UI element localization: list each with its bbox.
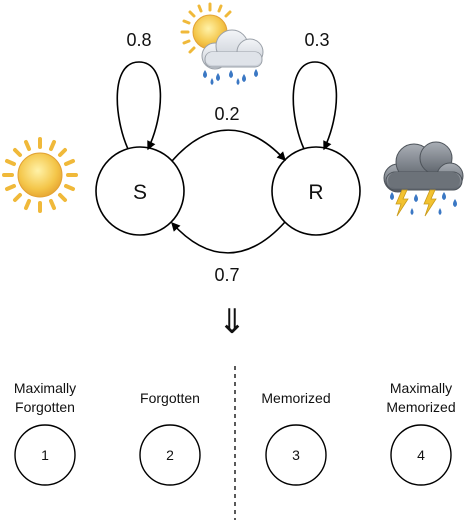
transition-arrow-r-to-s xyxy=(171,221,286,254)
memory-state-label-line: Maximally xyxy=(14,380,76,396)
self-loop-r xyxy=(292,61,338,151)
memory-state-number: 3 xyxy=(292,447,300,463)
transition-label-r-r: 0.3 xyxy=(304,30,329,50)
transition-arrow-s-to-r xyxy=(171,129,286,162)
state-node-s: S xyxy=(95,146,185,236)
sun-behind-rain-cloud-icon xyxy=(180,2,264,85)
transition-label-s-s: 0.8 xyxy=(126,30,151,50)
memory-state-number: 2 xyxy=(166,447,174,463)
storm-cloud-icon xyxy=(383,141,464,217)
transition-label-s-r: 0.2 xyxy=(214,104,239,124)
memory-state-label-line: Memorized xyxy=(261,390,330,406)
state-label-s: S xyxy=(133,181,147,204)
memory-state-label-line: Maximally xyxy=(390,380,452,396)
implies-arrow: ⇓ xyxy=(218,303,247,341)
self-loop-s xyxy=(116,61,162,151)
memory-state-3: Memorized 3 xyxy=(261,390,331,486)
memory-state-number: 4 xyxy=(417,447,425,463)
transition-label-r-s: 0.7 xyxy=(214,265,239,285)
state-node-r: R xyxy=(271,146,361,236)
memory-state-4: Maximally Memorized 4 xyxy=(386,380,456,486)
memory-state-2: Forgotten 2 xyxy=(139,390,201,486)
memory-state-label-line: Forgotten xyxy=(15,399,75,415)
sun-icon xyxy=(2,137,78,213)
memory-state-label-line: Memorized xyxy=(386,399,455,415)
memory-state-label-line: Forgotten xyxy=(140,390,200,406)
memory-state-number: 1 xyxy=(41,447,49,463)
memory-state-1: Maximally Forgotten 1 xyxy=(14,380,76,486)
state-label-r: R xyxy=(308,181,323,204)
